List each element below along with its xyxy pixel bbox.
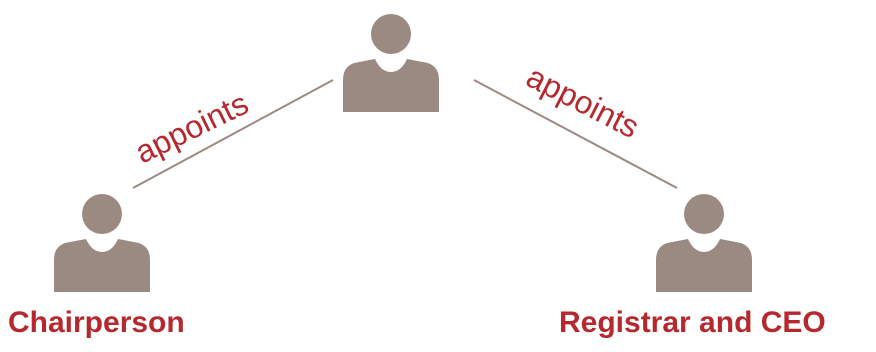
connector-top-to-chairperson [132,79,334,189]
top-person-icon [343,14,439,112]
chairperson-person-icon [54,194,150,292]
registrar-person-icon [656,194,752,292]
chairperson-label: Chairperson [8,306,185,339]
edge-label-appoints-right: appoints [521,58,645,145]
connector-top-to-registrar [473,79,678,189]
registrar-ceo-label: Registrar and CEO [559,306,826,339]
